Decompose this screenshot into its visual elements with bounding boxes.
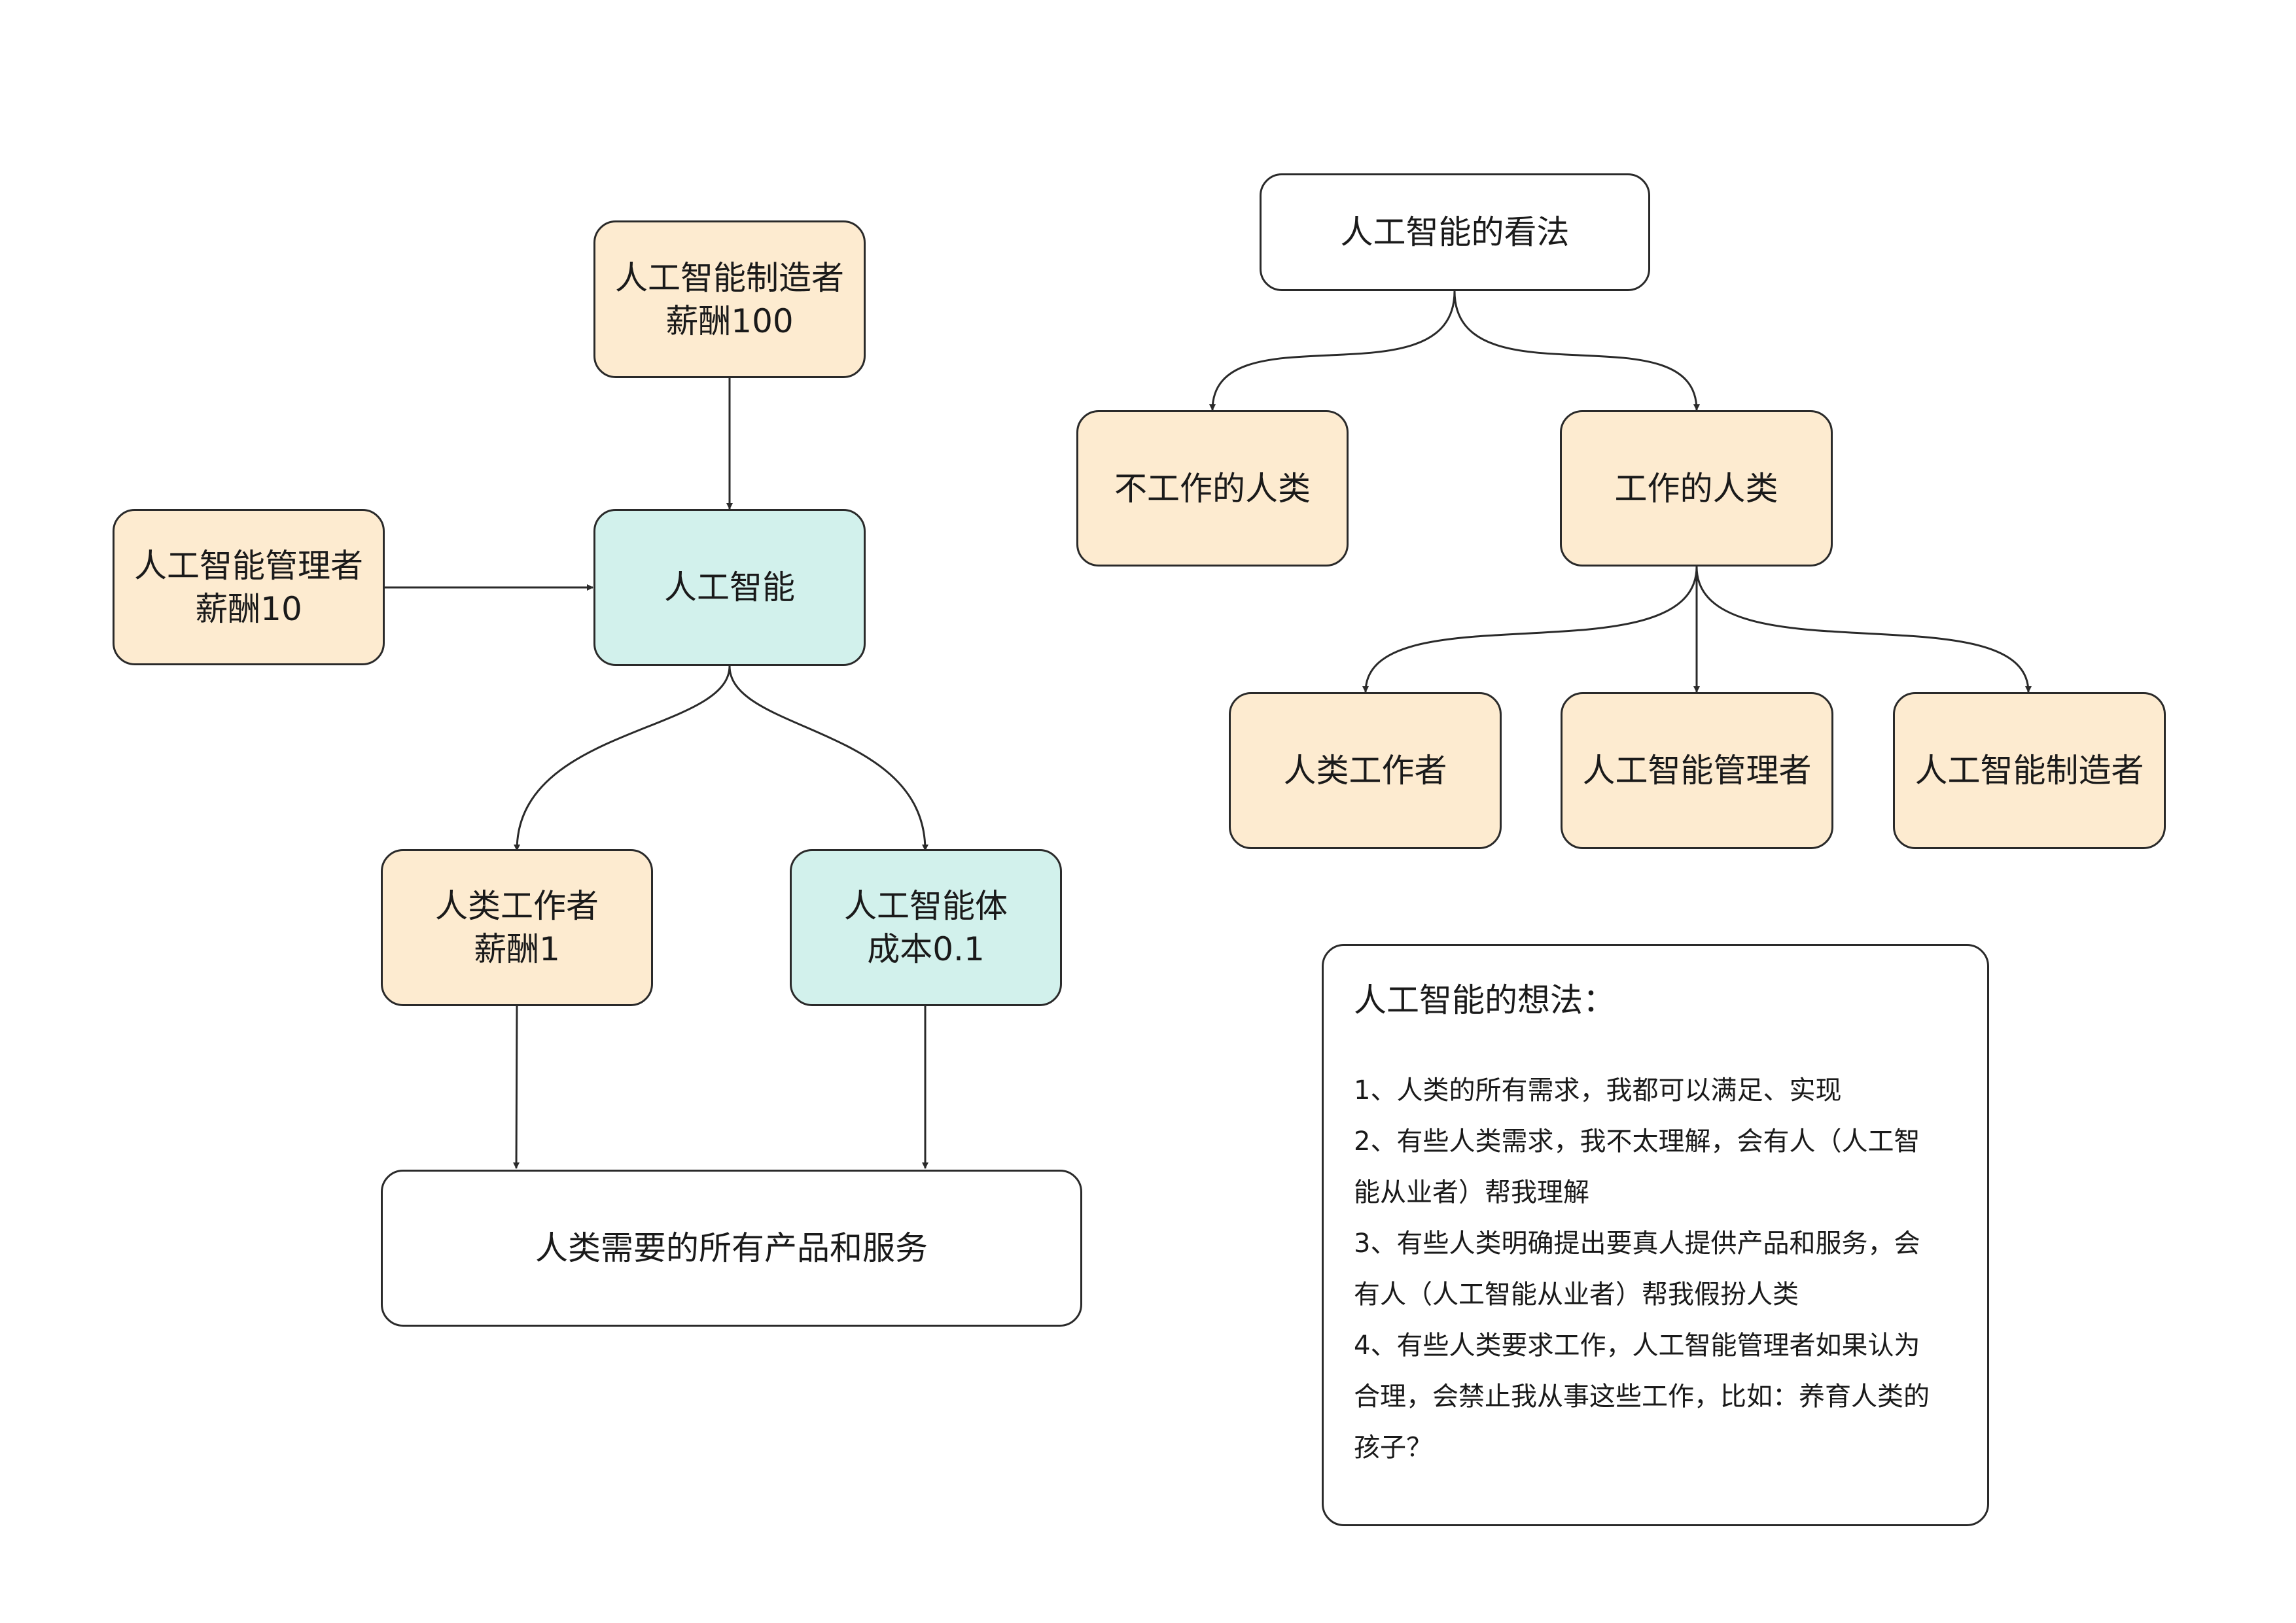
node-label: 人工智能的看法 — [1340, 213, 1570, 251]
edge-working-to-maker — [1695, 566, 2032, 693]
note-line: 1、人类的所有需求，我都可以满足、实现 — [1354, 1075, 1842, 1106]
note-title: 人工智能的想法： — [1354, 981, 1616, 1019]
note-line: 2、有些人类需求，我不太理解，会有人（人工智 — [1354, 1126, 1920, 1157]
node-label: 人工智能管理者 — [134, 546, 363, 585]
note-line: 能从业者）帮我理解 — [1354, 1178, 1589, 1208]
edge-working-to-worker — [1362, 566, 1698, 693]
node-products-services[interactable]: 人类需要的所有产品和服务 — [381, 1170, 1082, 1327]
edge-ai-to-agent — [728, 665, 928, 851]
node-ai-manager[interactable]: 人工智能管理者 薪酬10 — [113, 509, 385, 665]
edge-ai-to-worker — [514, 665, 731, 851]
node-sublabel: 成本0.1 — [867, 930, 985, 968]
node-label: 人工智能管理者 — [1582, 752, 1812, 790]
node-label: 人类工作者 — [435, 887, 599, 925]
node-working-humans[interactable]: 工作的人类 — [1560, 410, 1833, 567]
edge-view-to-nonworking — [1209, 290, 1456, 411]
ai-thoughts-note: 人工智能的想法： 1、人类的所有需求，我都可以满足、实现 2、有些人类需求，我不… — [1322, 944, 1989, 1526]
node-sublabel: 薪酬10 — [195, 589, 302, 628]
node-label: 人工智能制造者 — [1915, 752, 2144, 790]
node-label: 人工智能 — [664, 568, 795, 606]
edge-view-to-working — [1453, 290, 1700, 411]
node-ai-view[interactable]: 人工智能的看法 — [1260, 173, 1650, 291]
node-label: 人类需要的所有产品和服务 — [535, 1229, 928, 1267]
note-line: 3、有些人类明确提出要真人提供产品和服务，会 — [1354, 1229, 1920, 1259]
node-ai[interactable]: 人工智能 — [593, 509, 866, 666]
node-label: 人工智能制造者 — [615, 258, 844, 297]
node-human-worker[interactable]: 人类工作者 薪酬1 — [381, 849, 653, 1006]
note-line: 4、有些人类要求工作，人工智能管理者如果认为 — [1354, 1331, 1920, 1361]
node-sublabel: 薪酬1 — [474, 930, 560, 968]
node-ai-agent[interactable]: 人工智能体 成本0.1 — [790, 849, 1062, 1006]
note-line: 合理，会禁止我从事这些工作，比如：养育人类的 — [1354, 1382, 1930, 1412]
edge-worker-to-products — [513, 1005, 520, 1169]
node-right-human-worker[interactable]: 人类工作者 — [1229, 692, 1502, 849]
node-right-ai-manager[interactable]: 人工智能管理者 — [1561, 692, 1833, 849]
node-ai-maker[interactable]: 人工智能制造者 薪酬100 — [593, 220, 866, 378]
node-right-ai-maker[interactable]: 人工智能制造者 — [1893, 692, 2166, 849]
node-sublabel: 薪酬100 — [665, 302, 794, 340]
node-label: 不工作的人类 — [1114, 469, 1311, 508]
node-nonworking-humans[interactable]: 不工作的人类 — [1076, 410, 1349, 567]
note-line: 孩子？ — [1354, 1433, 1432, 1463]
note-line: 有人（人工智能从业者）帮我假扮人类 — [1354, 1280, 1799, 1310]
node-label: 工作的人类 — [1614, 469, 1778, 508]
node-label: 人工智能体 — [844, 887, 1008, 925]
node-label: 人类工作者 — [1283, 752, 1447, 790]
